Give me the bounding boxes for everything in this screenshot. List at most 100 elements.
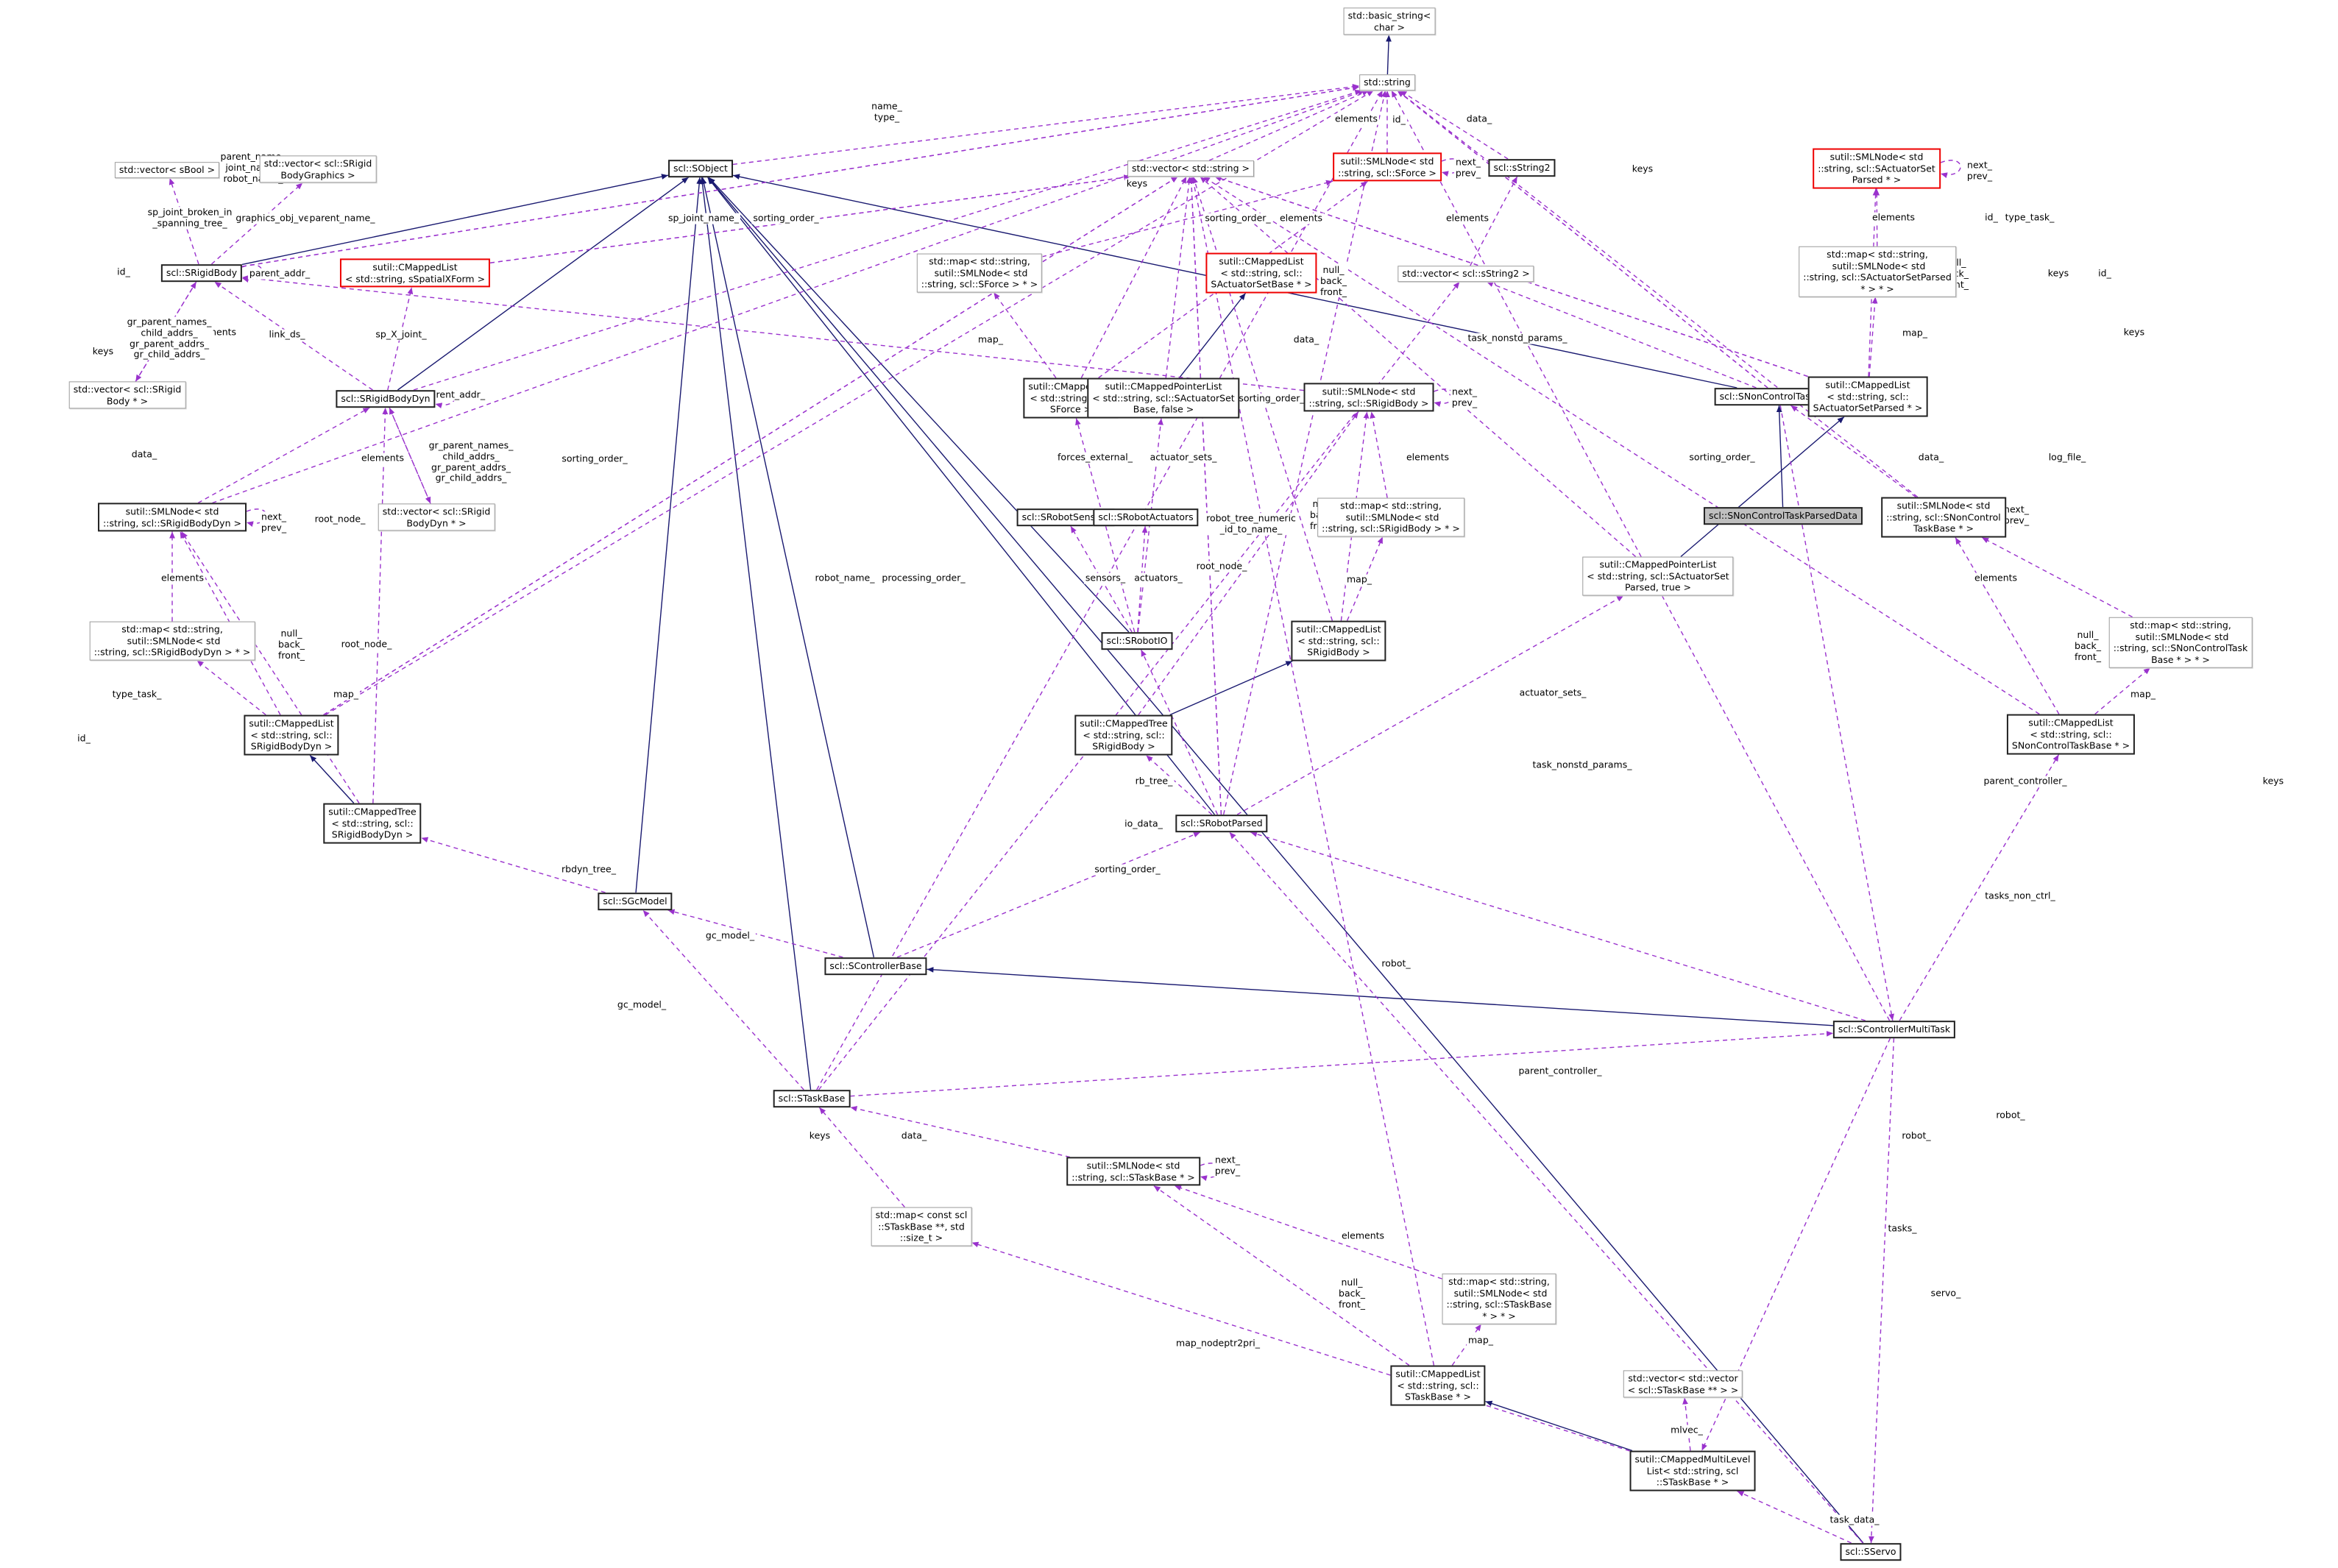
node-smlnode-srigidbodydyn[interactable]: sutil::SMLNode< std ::string, scl::SRigi… — [98, 503, 247, 532]
node-scontrollermultitask[interactable]: scl::SControllerMultiTask — [1832, 1021, 1956, 1038]
edge-smlnode-srigidbodydyn-to-std-string — [212, 90, 1365, 504]
edge-std-string-to-basic-string — [1386, 35, 1392, 75]
edge-srigidbody-to-sobject — [241, 174, 669, 266]
node-cmml-staskbase[interactable]: sutil::CMappedMultiLevel List< std::stri… — [1629, 1450, 1756, 1491]
node-sobject[interactable]: scl::SObject — [668, 160, 733, 177]
edge-cml-srigidbodydyn-to-map-srigidbodydyn — [196, 659, 266, 716]
edge-scontrollermultitask-to-sservo — [1868, 1037, 1895, 1544]
node-cmt-srigidbodydyn[interactable]: sutil::CMappedTree < std::string, scl:: … — [323, 803, 422, 844]
node-cml-sactuatorsetbase[interactable]: sutil::CMappedList < std::string, scl:: … — [1205, 252, 1317, 294]
edge-smlnode-srigidbodydyn-to-smlnode-srigidbodydyn — [246, 508, 267, 527]
node-smlnode-srigidbody[interactable]: sutil::SMLNode< std ::string, scl::SRigi… — [1303, 383, 1434, 412]
node-cml-sspatialxform[interactable]: sutil::CMappedList < std::string, sSpati… — [339, 258, 491, 288]
edge-srobotio-to-sobject — [708, 177, 1130, 633]
edge-sgcmodel-to-sobject — [635, 177, 703, 893]
edge-snoncontroltaskbase-to-scontrollermultitask — [1779, 405, 1895, 1021]
node-smlnode-staskbase[interactable]: sutil::SMLNode< std ::string, scl::STask… — [1066, 1157, 1200, 1186]
node-srobotparsed[interactable]: scl::SRobotParsed — [1175, 815, 1268, 832]
edge-srigidbodydyn-to-cml-sspatialxform — [387, 287, 414, 391]
edge-cml-srigidbodydyn-to-vec-string — [323, 176, 1178, 716]
node-smlnode-sactuatorsetparsed[interactable]: sutil::SMLNode< std ::string, scl::SActu… — [1813, 148, 1941, 189]
node-cpl-sactuatorsetbase-false[interactable]: sutil::CMappedPointerList < std::string,… — [1087, 377, 1240, 419]
edge-srigidbody-to-vec-sbool — [169, 177, 199, 265]
edge-srobotparsed-to-cmt-srigidbody — [1146, 754, 1213, 815]
edge-smlnode-staskbase-to-smlnode-staskbase — [1200, 1163, 1221, 1181]
node-map-const-staskbase: std::map< const scl ::STaskBase **, std … — [871, 1207, 972, 1246]
node-cmt-srigidbody[interactable]: sutil::CMappedTree < std::string, scl:: … — [1074, 714, 1173, 756]
node-std-string: std::string — [1359, 74, 1415, 91]
node-smlnode-snoncontroltaskbase[interactable]: sutil::SMLNode< std ::string, scl::SNonC… — [1881, 497, 2006, 538]
edge-staskbase-to-sgcmodel — [642, 909, 804, 1090]
node-cml-staskbase[interactable]: sutil::CMappedList < std::string, scl:: … — [1390, 1365, 1486, 1406]
node-scontrollerbase[interactable]: scl::SControllerBase — [824, 957, 927, 975]
node-srobotio[interactable]: scl::SRobotIO — [1101, 632, 1173, 650]
node-map-staskbase: std::map< std::string, sutil::SMLNode< s… — [1442, 1273, 1556, 1324]
edge-staskbase-to-std-string — [816, 90, 1384, 1090]
edge-cpl-sactuatorsetbase-false-to-vec-string — [1165, 176, 1192, 378]
node-vec-srigidbodygraphics: std::vector< scl::SRigid BodyGraphics > — [259, 155, 377, 183]
node-map-srigidbody: std::map< std::string, sutil::SMLNode< s… — [1317, 497, 1464, 537]
edge-scontrollermultitask-to-std-string — [1391, 90, 1891, 1021]
edge-srigidbodydyn-to-std-string — [413, 89, 1362, 391]
node-sgcmodel[interactable]: scl::SGcModel — [598, 893, 673, 910]
edge-scontrollermultitask-to-cml-snoncontroltaskbase — [1899, 754, 2060, 1021]
node-srobotsensors[interactable]: scl::SRobotSensors — [1016, 508, 1115, 526]
edge-cpl-sactuatorsetbase-false-to-cml-sactuatorsetbase — [1178, 293, 1247, 378]
edge-cml-sactuatorsetparsed-to-map-sactuatorsetparsed — [1868, 297, 1878, 377]
edge-map-staskbase-to-smlnode-staskbase — [1174, 1185, 1442, 1280]
edge-map-const-staskbase-to-staskbase — [818, 1107, 905, 1207]
node-snoncontroltaskparseddata: scl::SNonControlTaskParsedData — [1703, 507, 1863, 525]
edge-sservo-to-srobotparsed — [1229, 831, 1863, 1544]
node-cml-srigidbodydyn[interactable]: sutil::CMappedList < std::string, scl:: … — [244, 714, 339, 756]
node-map-srigidbodydyn: std::map< std::string, sutil::SMLNode< s… — [89, 621, 255, 661]
edge-sobject-to-std-string — [732, 84, 1360, 166]
node-cml-sactuatorsetparsed[interactable]: sutil::CMappedList < std::string, scl:: … — [1807, 376, 1928, 417]
edge-scontrollermultitask-to-srobotparsed — [1250, 831, 1866, 1021]
edge-cml-srigidbody-to-map-srigidbody — [1346, 536, 1384, 621]
edge-srobotio-to-srobotsensors — [1070, 525, 1133, 633]
edge-cmt-srigidbodydyn-to-srigidbodydyn — [372, 407, 389, 803]
node-staskbase[interactable]: scl::STaskBase — [773, 1090, 851, 1107]
node-srobotactuators[interactable]: scl::SRobotActuators — [1093, 508, 1199, 526]
edge-scontrollerbase-to-srobotparsed — [896, 831, 1201, 958]
edge-cmt-srigidbodydyn-to-cml-srigidbodydyn — [309, 755, 355, 803]
node-smlnode-sforce[interactable]: sutil::SMLNode< std ::string, scl::SForc… — [1333, 152, 1442, 182]
node-vec-srigidbody-ptr: std::vector< scl::SRigid Body * > — [68, 381, 186, 409]
edge-cmml-staskbase-to-cml-staskbase — [1485, 1400, 1633, 1452]
edge-cml-srigidbodydyn-to-smlnode-srigidbodydyn — [180, 531, 281, 715]
edge-cmt-srigidbodydyn-to-smlnode-srigidbodydyn — [181, 531, 360, 803]
node-sstring2[interactable]: scl::sString2 — [1488, 159, 1556, 177]
edge-srobotio-to-srobotactuators — [1137, 525, 1148, 633]
edge-cmt-srigidbody-to-smlnode-srigidbody — [1138, 411, 1359, 715]
edge-cml-sactuatorsetparsed-to-vec-string — [1214, 176, 1808, 377]
edge-srigidbody-to-vec-srigidbody-ptr — [135, 281, 197, 382]
edge-vec-sstring2-to-sstring2 — [1470, 176, 1518, 266]
edge-cpl-sactuatorsetparsed-true-to-cml-sactuatorsetparsed — [1680, 416, 1845, 558]
edge-map-snoncontroltaskbase-to-smlnode-snoncontroltaskbase — [1981, 536, 2133, 618]
edge-cml-staskbase-to-map-staskbase — [1451, 1324, 1482, 1366]
edge-cml-staskbase-to-vec-string — [1191, 176, 1435, 1366]
edge-cmt-srigidbody-to-cml-srigidbody — [1169, 660, 1293, 716]
node-sservo[interactable]: scl::SServo — [1840, 1543, 1902, 1561]
edge-srigidbody-to-srigidbody — [241, 264, 263, 283]
edge-srigidbodydyn-to-srigidbodydyn — [435, 390, 456, 408]
edge-sstring2-to-std-string — [1399, 90, 1509, 160]
node-srigidbodydyn[interactable]: scl::SRigidBodyDyn — [336, 390, 436, 408]
node-cml-snoncontroltaskbase[interactable]: sutil::CMappedList < std::string, scl:: … — [2006, 714, 2136, 755]
edge-srigidbodydyn-to-srigidbody — [214, 281, 373, 391]
node-srigidbody[interactable]: scl::SRigidBody — [160, 264, 243, 282]
edge-srobotparsed-to-sobject — [706, 177, 1216, 815]
edge-sgcmodel-to-cmt-srigidbodydyn — [421, 837, 606, 893]
edge-vec-srigidbodydyn-to-srigidbodydyn — [389, 407, 431, 504]
node-cml-srigidbody[interactable]: sutil::CMappedList < std::string, scl:: … — [1291, 620, 1386, 661]
edge-scontrollermultitask-to-scontrollerbase — [927, 966, 1834, 1026]
edge-cml-sforce-to-map-sforce — [993, 292, 1057, 378]
edge-smlnode-snoncontroltaskbase-to-smlnode-snoncontroltaskbase — [2005, 508, 2027, 527]
node-vec-srigidbodydyn: std::vector< scl::SRigid BodyDyn * > — [378, 503, 495, 531]
node-map-snoncontroltaskbase: std::map< std::string, sutil::SMLNode< s… — [2108, 617, 2253, 668]
edge-scontrollerbase-to-sgcmodel — [667, 909, 843, 958]
node-vec-string: std::vector< std::string > — [1127, 160, 1254, 177]
edge-snoncontroltaskbase-to-std-string — [1397, 90, 1768, 389]
edge-smlnode-srigidbodydyn-to-srigidbodydyn — [197, 407, 370, 504]
